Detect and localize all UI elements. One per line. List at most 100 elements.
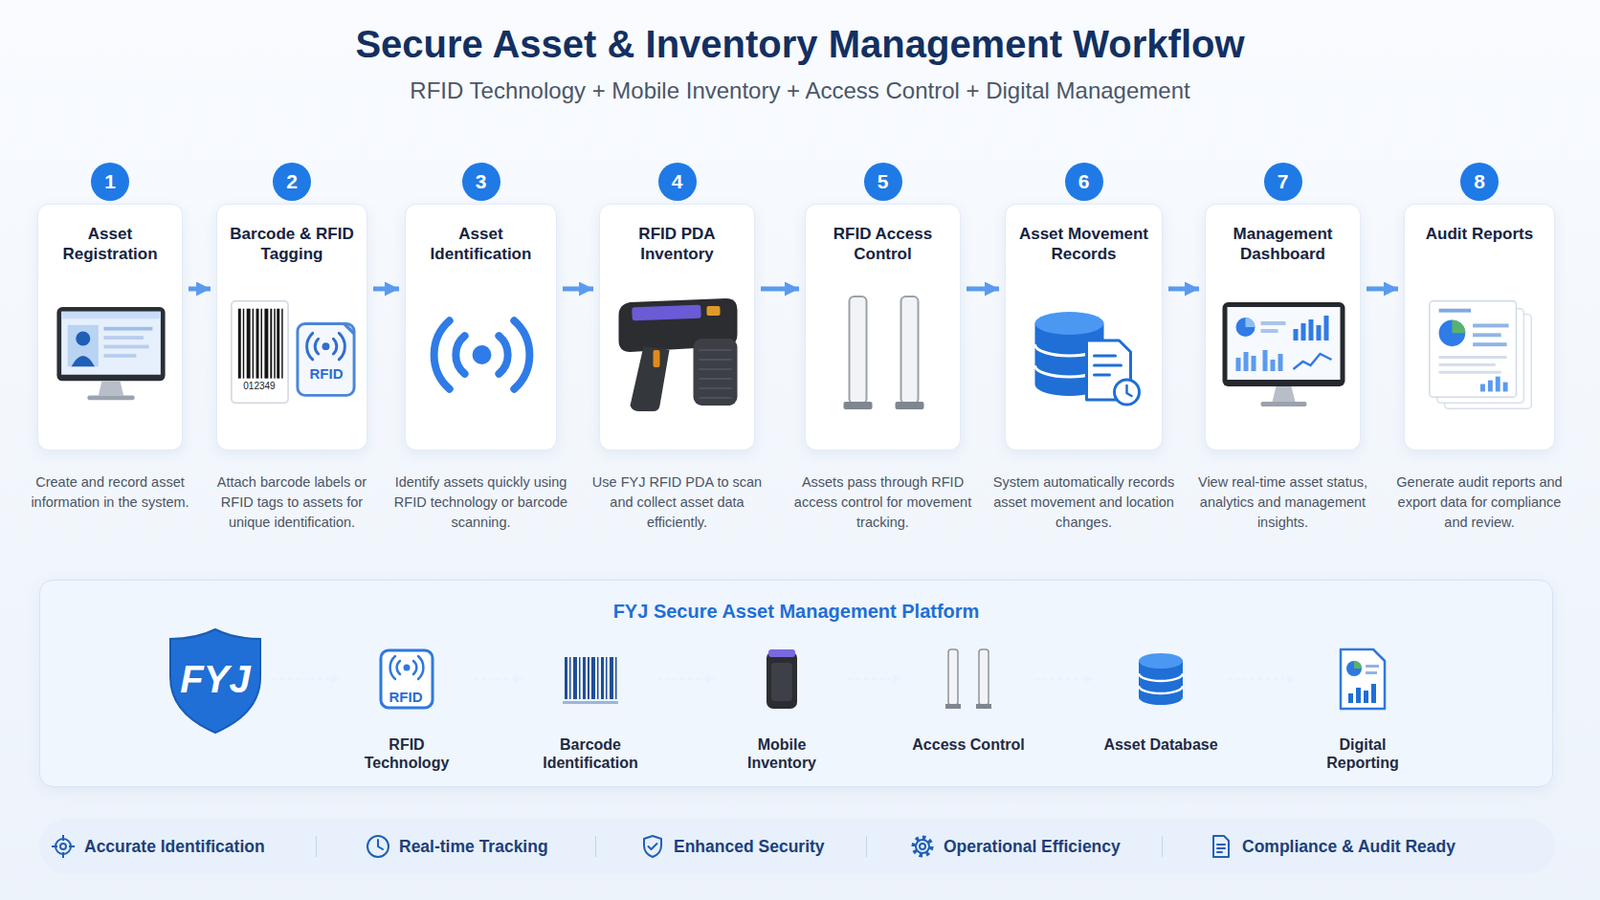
step-card: 3Asset IdentificationIdentify assets qui…	[404, 203, 557, 451]
step-title: Asset Identification	[417, 223, 545, 265]
separator	[595, 836, 597, 858]
step-description: Identify assets quickly using RFID techn…	[392, 472, 570, 534]
benefit-icon	[364, 833, 392, 861]
step-description: Attach barcode labels or RFID tags to as…	[203, 472, 380, 534]
platform-item: Barcode Identification	[533, 645, 648, 777]
step-title: Asset Registration	[49, 223, 171, 265]
flow-arrow	[1366, 287, 1399, 292]
platform-item-label: Access Control	[911, 735, 1026, 755]
step-card: 1Asset RegistrationCreate and record ass…	[37, 203, 183, 451]
platform-icon	[934, 645, 1002, 713]
platform-icon	[766, 649, 798, 710]
platform-icon	[1329, 645, 1397, 713]
step-number: 4	[658, 162, 697, 201]
step-title: RFID PDA Inventory	[611, 223, 743, 265]
platform-item: Access Control	[911, 645, 1026, 773]
platform-icon	[748, 645, 816, 713]
separator	[1161, 836, 1163, 858]
platform-item-label: Mobile Inventory	[724, 735, 840, 773]
step-illustration	[415, 292, 549, 418]
platform-item: RFID Technology	[349, 645, 465, 777]
platform-icon	[562, 657, 619, 705]
platform-item: Mobile Inventory	[724, 645, 840, 777]
step-title: Barcode & RFID Tagging	[228, 223, 356, 265]
step-card: 2Barcode & RFID TaggingAttach barcode la…	[216, 203, 368, 451]
flow-arrow	[188, 287, 211, 292]
platform-item-label: Asset Database	[1103, 735, 1219, 755]
platform-icon	[1127, 645, 1195, 713]
step-number: 3	[462, 162, 501, 201]
flow-arrow	[562, 287, 594, 292]
platform-item-label: Barcode Identification	[533, 735, 648, 773]
benefit-icon	[913, 838, 933, 857]
step-card: 5RFID Access ControlAssets pass through …	[804, 203, 961, 451]
platform-item: Asset Database	[1103, 645, 1219, 773]
benefit-icon	[49, 833, 77, 861]
step-illustration	[231, 301, 355, 403]
flow-arrow	[760, 287, 800, 292]
step-illustration	[609, 292, 747, 418]
platform-icon	[380, 650, 433, 709]
platform-title: FYJ Secure Asset Management Platform	[40, 600, 1553, 623]
benefit-label: Operational Efficiency	[943, 837, 1121, 858]
step-card: 8Audit ReportsGenerate audit reports and…	[1403, 203, 1556, 451]
diagram-title: Secure Asset & Inventory Management Work…	[0, 21, 1600, 67]
step-title: Asset Movement Records	[1017, 223, 1151, 265]
platform-item: Digital Reporting	[1305, 645, 1421, 777]
platform-icon	[556, 645, 624, 713]
benefit-icon	[1207, 833, 1235, 861]
benefit-label: Real-time Tracking	[399, 837, 549, 858]
step-number: 5	[864, 162, 903, 201]
subtitle: RFID Technology + Mobile Inventory + Acc…	[130, 76, 1470, 106]
separator	[866, 836, 867, 858]
step-illustration	[1015, 292, 1155, 418]
platform-icon	[945, 649, 992, 710]
step-illustration	[1035, 311, 1140, 405]
step-illustration	[1414, 292, 1547, 418]
flow-arrow	[373, 287, 400, 292]
benefit-icon	[639, 833, 667, 861]
benefit-item: Operational Efficiency	[909, 819, 1121, 875]
step-number: 8	[1460, 162, 1499, 201]
step-illustration	[1215, 292, 1353, 418]
benefit-band: Accurate Identification Real-time Trackin…	[39, 819, 1556, 875]
platform-icon	[1340, 649, 1385, 710]
step-illustration	[815, 292, 953, 418]
step-card: 6Asset Movement RecordsSystem automatica…	[1004, 203, 1163, 451]
benefit-icon	[1213, 836, 1229, 858]
step-description: View real-time asset status, analytics a…	[1192, 472, 1374, 534]
separator	[315, 836, 317, 858]
step-illustration	[47, 292, 175, 418]
step-illustration	[844, 296, 925, 410]
brand-shield: FYJ	[167, 627, 264, 735]
benefit-item: Real-time Tracking	[364, 819, 549, 875]
step-description: System automatically records asset movem…	[992, 472, 1176, 534]
step-illustration	[56, 307, 165, 400]
step-description: Assets pass through RFID access control …	[792, 472, 974, 534]
benefit-item: Compliance & Audit Ready	[1207, 819, 1456, 875]
platform-item-label: RFID Technology	[349, 735, 465, 773]
benefit-item: Enhanced Security	[639, 819, 825, 875]
step-card: 4RFID PDA InventoryUse FYJ RFID PDA to s…	[599, 203, 756, 451]
step-illustration	[1222, 302, 1346, 407]
step-card: 7Management DashboardView real-time asse…	[1204, 203, 1361, 451]
step-title: Management Dashboard	[1217, 223, 1349, 265]
step-description: Create and record asset information in t…	[24, 472, 196, 513]
platform-panel: FYJ RFID Technology Barcode Identification…	[39, 579, 1554, 788]
step-illustration	[226, 292, 359, 418]
step-illustration	[434, 320, 531, 389]
step-number: 1	[90, 162, 130, 201]
benefit-label: Compliance & Audit Ready	[1242, 837, 1456, 858]
step-illustration	[619, 298, 738, 412]
step-title: RFID Access Control	[817, 223, 949, 265]
benefit-item: Accurate Identification	[49, 819, 266, 875]
step-illustration	[1429, 301, 1532, 409]
benefit-icon	[644, 836, 662, 858]
benefit-icon	[51, 835, 75, 859]
flow-arrow	[1168, 287, 1200, 292]
benefit-label: Enhanced Security	[673, 837, 825, 858]
step-number: 7	[1264, 162, 1303, 201]
benefit-icon	[367, 836, 389, 858]
